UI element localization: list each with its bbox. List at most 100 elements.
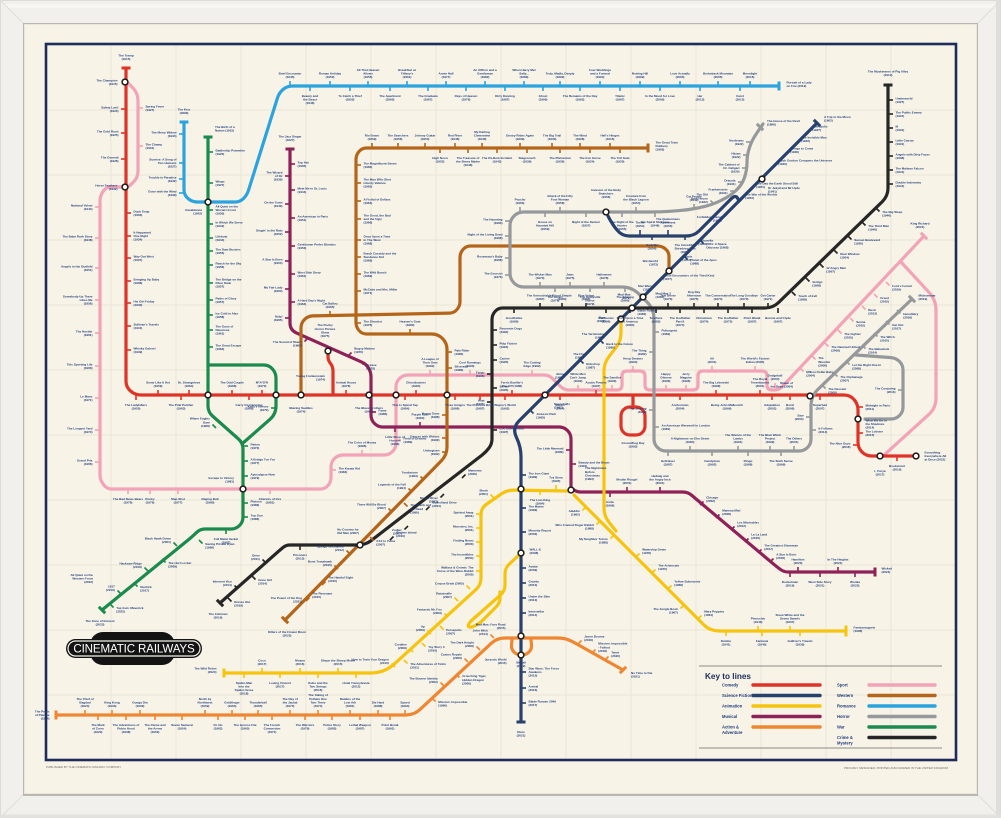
svg-text:Lethal Weapon(1987): Lethal Weapon(1987) bbox=[349, 723, 371, 731]
svg-text:The Karate Kid(1984): The Karate Kid(1984) bbox=[339, 466, 361, 474]
svg-text:Wicked(2024): Wicked(2024) bbox=[882, 566, 893, 574]
svg-text:The Sandlot(1993): The Sandlot(1993) bbox=[603, 375, 620, 383]
svg-text:Wayne's World(1992): Wayne's World(1992) bbox=[494, 403, 516, 411]
svg-text:The Conversation(1974): The Conversation(1974) bbox=[705, 293, 731, 301]
svg-text:L.A. Confidential(1997): L.A. Confidential(1997) bbox=[500, 426, 524, 434]
svg-text:Die Hard(1988): Die Hard(1988) bbox=[372, 700, 385, 708]
svg-text:The Big Lebowski(1998): The Big Lebowski(1998) bbox=[703, 380, 729, 388]
svg-text:Rio Bravo(1959): Rio Bravo(1959) bbox=[365, 133, 380, 141]
svg-text:The Fly(1986): The Fly(1986) bbox=[573, 352, 584, 360]
svg-text:Blood Simple(1984): Blood Simple(1984) bbox=[552, 293, 572, 301]
svg-text:Dances with Wolves(1990): Dances with Wolves(1990) bbox=[410, 434, 440, 442]
svg-text:Western: Western bbox=[837, 693, 854, 698]
svg-text:Platoon(1986): Platoon(1986) bbox=[251, 499, 262, 507]
svg-text:My Fair Lady(1964): My Fair Lady(1964) bbox=[264, 285, 283, 293]
svg-text:In Which We Serve(1942): In Which We Serve(1942) bbox=[216, 220, 244, 228]
svg-text:The Iron Giant(1999): The Iron Giant(1999) bbox=[529, 471, 550, 479]
svg-text:Way Out West(1937): Way Out West(1937) bbox=[134, 254, 154, 262]
svg-text:Grease(1978): Grease(1978) bbox=[366, 363, 377, 371]
svg-text:Heaven's Gate(1980): Heaven's Gate(1980) bbox=[400, 319, 421, 327]
svg-text:The Terminator(1984): The Terminator(1984) bbox=[582, 332, 605, 340]
svg-text:Shrek(2001): Shrek(2001) bbox=[479, 489, 488, 497]
svg-text:GoodFellas(1990): GoodFellas(1990) bbox=[506, 316, 523, 324]
svg-text:Some Like It Hot(1959): Some Like It Hot(1959) bbox=[146, 380, 170, 388]
svg-text:1917(2019): 1917(2019) bbox=[106, 585, 115, 593]
svg-text:Animal House(1978): Animal House(1978) bbox=[336, 380, 357, 388]
svg-text:The Fighter(2010): The Fighter(2010) bbox=[844, 332, 861, 340]
svg-text:Who Framed Roger Rabbit(1988): Who Framed Roger Rabbit(1988) bbox=[555, 523, 593, 531]
svg-text:Solaris(1972): Solaris(1972) bbox=[682, 255, 692, 263]
svg-text:The Dark Knight(2008): The Dark Knight(2008) bbox=[450, 641, 474, 649]
svg-text:Angels with Dirty Faces(1938): Angels with Dirty Faces(1938) bbox=[896, 152, 931, 160]
svg-text:Sunset Boulevard(1950): Sunset Boulevard(1950) bbox=[854, 238, 880, 246]
svg-text:Wings(1927): Wings(1927) bbox=[216, 179, 225, 187]
svg-text:The General(1926): The General(1926) bbox=[101, 155, 119, 163]
svg-text:Skyfall(2012): Skyfall(2012) bbox=[516, 660, 526, 668]
svg-text:McCabe and Mrs. Miller(1971): McCabe and Mrs. Miller(1971) bbox=[364, 287, 399, 295]
svg-text:The Magnificent Seven(1960): The Magnificent Seven(1960) bbox=[364, 161, 397, 169]
svg-text:Jurassic Park(1993): Jurassic Park(1993) bbox=[536, 412, 556, 420]
svg-text:Star Wars(1977): Star Wars(1977) bbox=[638, 284, 652, 292]
svg-text:Blade Runner 2049(2017): Blade Runner 2049(2017) bbox=[529, 699, 557, 707]
svg-text:Ghostbusters(1984): Ghostbusters(1984) bbox=[406, 380, 426, 388]
svg-text:Avatar(2009): Avatar(2009) bbox=[529, 564, 539, 572]
svg-text:The Witch(2015): The Witch(2015) bbox=[880, 335, 895, 343]
svg-text:Crime &: Crime & bbox=[837, 735, 853, 740]
svg-text:The Damned United(2009): The Damned United(2009) bbox=[831, 345, 860, 353]
svg-text:M*A*S*H(1970): M*A*S*H(1970) bbox=[256, 380, 269, 388]
svg-text:Escape to Victory(1981): Escape to Victory(1981) bbox=[208, 476, 234, 484]
svg-text:The Musketeers of Pig Alley(19: The Musketeers of Pig Alley(1912) bbox=[868, 69, 909, 77]
svg-text:The Adventures of Tintin(2011): The Adventures of Tintin(2011) bbox=[410, 662, 446, 670]
svg-text:Drive(2011): Drive(2011) bbox=[251, 554, 260, 562]
svg-text:Fantasia(1940): Fantasia(1940) bbox=[756, 639, 769, 647]
svg-text:In The Heights(2021): In The Heights(2021) bbox=[828, 557, 849, 565]
svg-text:Dirty Dancing(1987): Dirty Dancing(1987) bbox=[495, 94, 515, 102]
svg-text:The Maltese Falcon(1941): The Maltese Falcon(1941) bbox=[896, 166, 924, 174]
svg-text:The Thing(1982): The Thing(1982) bbox=[632, 348, 647, 356]
svg-text:Evita(1996): Evita(1996) bbox=[606, 500, 615, 508]
svg-text:Red River(1948): Red River(1948) bbox=[448, 133, 463, 141]
svg-text:Mary Poppins(1964): Mary Poppins(1964) bbox=[704, 610, 724, 618]
svg-text:Bone Tomahawk(2015): Bone Tomahawk(2015) bbox=[308, 560, 332, 568]
svg-text:Les Misérables(2012): Les Misérables(2012) bbox=[737, 521, 759, 529]
svg-text:Frankenstein(1931): Frankenstein(1931) bbox=[709, 187, 728, 195]
svg-text:Yellow Submarine(1968): Yellow Submarine(1968) bbox=[674, 580, 700, 588]
svg-text:Reach for the Sky(1956): Reach for the Sky(1956) bbox=[216, 261, 242, 269]
svg-text:Rush(2013): Rush(2013) bbox=[868, 308, 877, 316]
svg-text:Goldfinger(1964): Goldfinger(1964) bbox=[224, 700, 240, 708]
svg-text:The Wild Robot(2024): The Wild Robot(2024) bbox=[194, 666, 216, 674]
svg-text:Angels in the Outfield(1951): Angels in the Outfield(1951) bbox=[61, 264, 93, 272]
svg-text:Dr Jekyll and Mr Hyde(1941): Dr Jekyll and Mr Hyde(1941) bbox=[768, 186, 800, 194]
svg-text:The Big Trail(1930): The Big Trail(1930) bbox=[543, 133, 561, 141]
svg-text:The Greatest Showman(2017): The Greatest Showman(2017) bbox=[764, 544, 798, 552]
svg-text:Gone with the Wind(1939): Gone with the Wind(1939) bbox=[148, 189, 177, 197]
svg-text:Duck Soup(1933): Duck Soup(1933) bbox=[134, 209, 150, 217]
svg-text:Flash Gordon Conquers the Univ: Flash Gordon Conquers the Universe(1940) bbox=[778, 159, 832, 167]
svg-text:Candyman(1992): Candyman(1992) bbox=[704, 459, 720, 467]
svg-text:A Nightmare on Elm Street(1984: A Nightmare on Elm Street(1984) bbox=[671, 436, 710, 444]
svg-text:Young Frankenstein(1974): Young Frankenstein(1974) bbox=[296, 374, 325, 382]
svg-text:The Public Enemy(1931): The Public Enemy(1931) bbox=[896, 110, 923, 118]
svg-text:Chariots of Fire(1981): Chariots of Fire(1981) bbox=[259, 497, 282, 505]
svg-text:Coraline(2009): Coraline(2009) bbox=[395, 643, 407, 651]
svg-text:This Sporting Life(1963): This Sporting Life(1963) bbox=[67, 362, 93, 370]
